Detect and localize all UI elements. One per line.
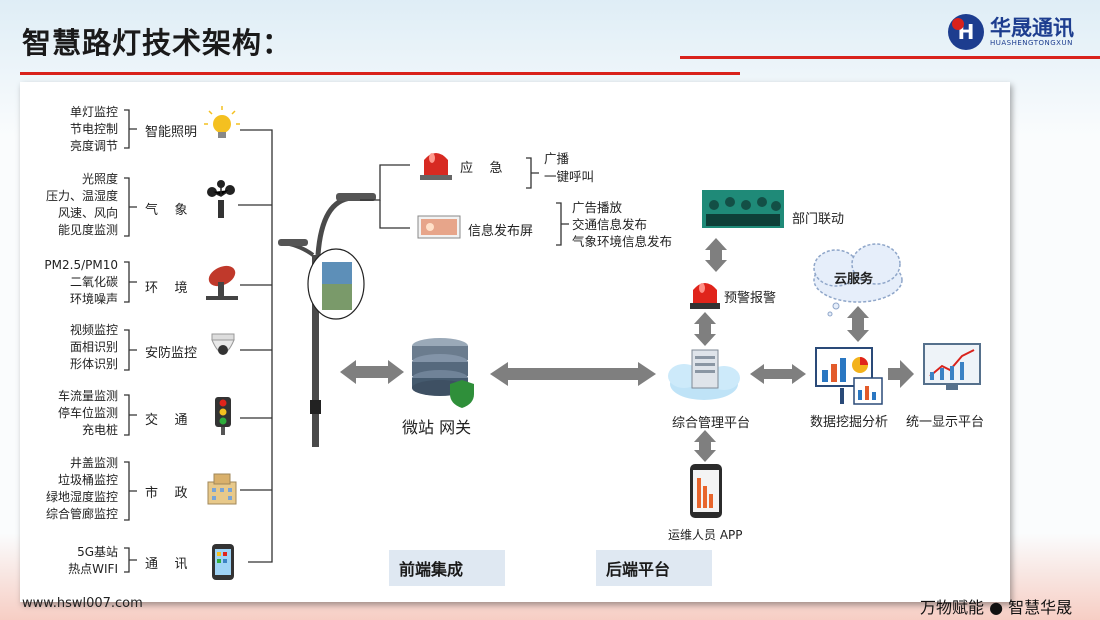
group-comms-label: 通 讯 [145,557,188,572]
alarm-light-icon [690,283,720,309]
bulb-icon [204,106,240,138]
display-label: 统一显示平台 [906,415,985,430]
display-platform-icon [923,343,981,390]
data-mining-icon [815,347,883,405]
group-lighting-items: 单灯监控 节电控制 亮度调节 [69,105,118,153]
title-underline [20,72,740,75]
logo-mark-icon: H [948,14,984,50]
website-link[interactable]: www.hswl007.com [22,596,143,611]
alarm-label: 预警报警 [724,291,777,306]
group-security-label: 安防监控 [145,346,198,361]
group-municipal-label: 市 政 [145,486,188,501]
display-screen-icon [417,215,461,239]
front-end-section: 前端集成 [389,550,505,586]
phone-icon [212,544,234,580]
page-title: 智慧路灯技术架构： [22,26,293,60]
gateway-server-icon [412,338,474,408]
management-server-icon [668,349,740,400]
department-people-icon [702,190,784,228]
siren-icon [420,153,452,180]
street-light-pole-icon [278,193,376,447]
group-weather-items: 光照度 压力、温湿度 风速、风向 能见度监测 [45,172,118,237]
dept-label: 部门联动 [792,212,845,227]
group-traffic-items: 车流量监测 停车位监测 充电桩 [57,389,118,437]
group-traffic-label: 交 通 [145,413,188,428]
group-environment-label: 环 境 [145,281,188,296]
group-security-items: 视频监控 面相识别 形体识别 [69,323,118,371]
group-weather-label: 气 象 [145,203,188,218]
app-label: 运维人员 APP [668,528,743,542]
back-end-section: 后端平台 [596,550,712,586]
group-municipal-items: 井盖监测 垃圾桶监控 绿地湿度监控 综合管廊监控 [45,456,118,521]
emergency-label: 应 急 [460,161,503,176]
group-lighting-label: 智能照明 [145,125,198,140]
app-phone-icon [690,464,722,518]
architecture-panel [20,82,1010,602]
anemometer-icon [207,180,235,218]
slogan: 万物赋能 ● 智慧华晟 [920,598,1073,617]
mining-label: 数据挖掘分析 [810,415,889,430]
publish-items: 广告播放 交通信息发布 气象环境信息发布 [572,200,673,249]
group-comms-items: 5G基站 热点WIFI [68,545,118,576]
logo-english: HUASHENGTONGXUN [990,39,1073,47]
gateway-label: 微站 网关 [402,418,472,437]
header-rule [680,56,1100,59]
group-environment-items: PM2.5/PM10 二氧化碳 环境噪声 [44,258,118,306]
company-logo: H 华晟通讯 HUASHENGTONGXUN [948,14,1074,50]
flow-arrows [340,238,914,462]
cloud-label: 云服务 [834,272,874,287]
radar-dish-icon [206,265,238,300]
platform-label: 综合管理平台 [672,416,751,431]
left-connector-lines [124,109,273,573]
publish-screen-label: 信息发布屏 [468,224,534,239]
cloud-service-icon [813,243,903,317]
emergency-items: 广播 一键呼叫 [544,151,595,184]
dome-camera-icon [211,333,235,355]
building-icon [207,473,237,505]
logo-name: 华晟通讯 [990,16,1074,40]
top-branch-lines [360,157,569,246]
traffic-light-icon [215,397,231,435]
